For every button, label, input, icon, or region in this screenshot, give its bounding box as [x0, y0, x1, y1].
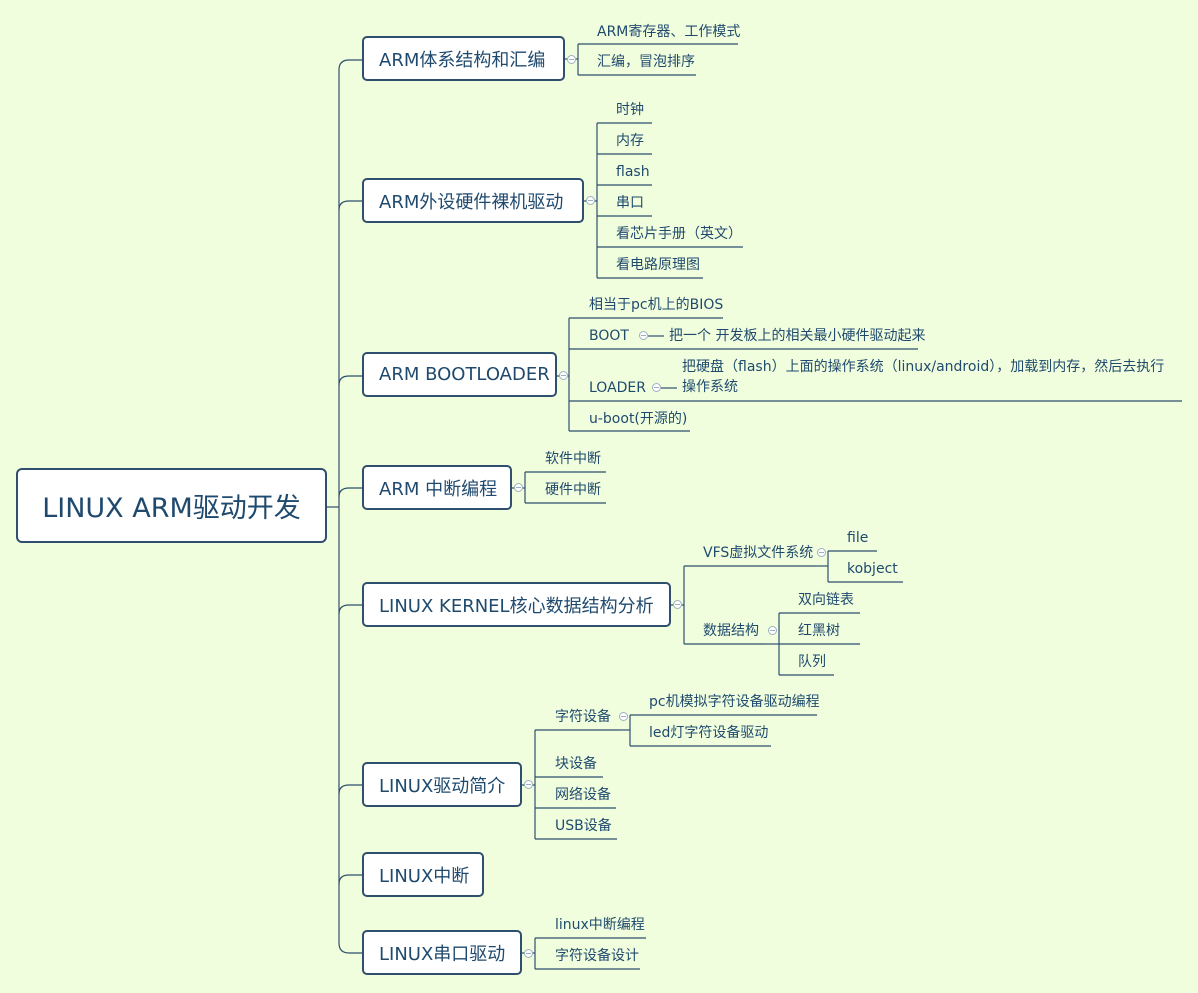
subtopic-char-device-design[interactable]: 字符设备设计	[555, 948, 639, 964]
topic-linux-interrupt[interactable]: LINUX中断	[362, 852, 484, 897]
subtopic-memory[interactable]: 内存	[616, 133, 644, 149]
topic-linux-kernel-data-structures[interactable]: LINUX KERNEL核心数据结构分析	[362, 582, 671, 627]
subtopic-arm-registers[interactable]: ARM寄存器、工作模式	[597, 24, 741, 40]
collapse-toggle-icon[interactable]	[639, 331, 648, 340]
subtopic-flash[interactable]: flash	[616, 164, 650, 180]
topic-arm-architecture[interactable]: ARM体系结构和汇编	[362, 36, 565, 81]
topic-linux-serial-driver[interactable]: LINUX串口驱动	[362, 930, 522, 975]
topic-arm-peripheral-drivers[interactable]: ARM外设硬件裸机驱动	[362, 178, 584, 223]
subtopic-loader[interactable]: LOADER	[589, 380, 647, 396]
root-topic[interactable]: LINUX ARM驱动开发	[16, 468, 327, 543]
subtopic-red-black-tree[interactable]: 红黑树	[798, 623, 840, 639]
topic-linux-driver-intro[interactable]: LINUX驱动简介	[362, 762, 522, 807]
subtopic-queue[interactable]: 队列	[798, 654, 826, 670]
subtopic-block-device[interactable]: 块设备	[555, 756, 597, 772]
collapse-toggle-icon[interactable]	[567, 55, 576, 64]
subtopic-serial[interactable]: 串口	[616, 195, 644, 211]
subtopic-data-structures[interactable]: 数据结构	[703, 623, 759, 639]
collapse-toggle-icon[interactable]	[524, 949, 533, 958]
subtopic-assembly[interactable]: 汇编，冒泡排序	[597, 54, 695, 70]
subtopic-boot[interactable]: BOOT	[589, 328, 629, 344]
collapse-toggle-icon[interactable]	[619, 712, 628, 721]
subtopic-hardware-interrupt[interactable]: 硬件中断	[545, 482, 601, 498]
subtopic-linux-interrupt-programming[interactable]: linux中断编程	[555, 917, 645, 933]
subtopic-schematic[interactable]: 看电路原理图	[616, 257, 700, 273]
subtopic-chip-manual[interactable]: 看芯片手册（英文）	[616, 226, 742, 242]
subtopic-software-interrupt[interactable]: 软件中断	[545, 451, 601, 467]
subtopic-boot-description[interactable]: 把一个 开发板上的相关最小硬件驱动起来	[669, 328, 926, 344]
subtopic-char-device[interactable]: 字符设备	[555, 709, 611, 725]
subtopic-network-device[interactable]: 网络设备	[555, 787, 611, 803]
collapse-toggle-icon[interactable]	[524, 780, 533, 789]
topic-arm-interrupt[interactable]: ARM 中断编程	[362, 465, 512, 510]
collapse-toggle-icon[interactable]	[817, 548, 826, 557]
subtopic-usb-device[interactable]: USB设备	[555, 818, 612, 834]
subtopic-led-char-driver[interactable]: led灯字符设备驱动	[649, 725, 769, 741]
collapse-toggle-icon[interactable]	[559, 371, 568, 380]
collapse-toggle-icon[interactable]	[586, 196, 595, 205]
collapse-toggle-icon[interactable]	[768, 626, 777, 635]
topic-arm-bootloader[interactable]: ARM BOOTLOADER	[362, 352, 557, 397]
subtopic-doubly-linked-list[interactable]: 双向链表	[798, 592, 854, 608]
subtopic-bios[interactable]: 相当于pc机上的BIOS	[589, 297, 724, 313]
subtopic-vfs[interactable]: VFS虚拟文件系统	[703, 545, 814, 561]
collapse-toggle-icon[interactable]	[652, 383, 661, 392]
subtopic-kobject[interactable]: kobject	[847, 561, 898, 577]
collapse-toggle-icon[interactable]	[673, 600, 682, 609]
subtopic-pc-char-driver[interactable]: pc机模拟字符设备驱动编程	[649, 694, 820, 710]
collapse-toggle-icon[interactable]	[514, 483, 523, 492]
subtopic-loader-description[interactable]: 把硬盘（flash）上面的操作系统（linux/android），加载到内存，然…	[682, 359, 1165, 395]
subtopic-uboot[interactable]: u-boot(开源的)	[589, 411, 688, 427]
subtopic-file[interactable]: file	[847, 530, 869, 546]
subtopic-clock[interactable]: 时钟	[616, 102, 644, 118]
